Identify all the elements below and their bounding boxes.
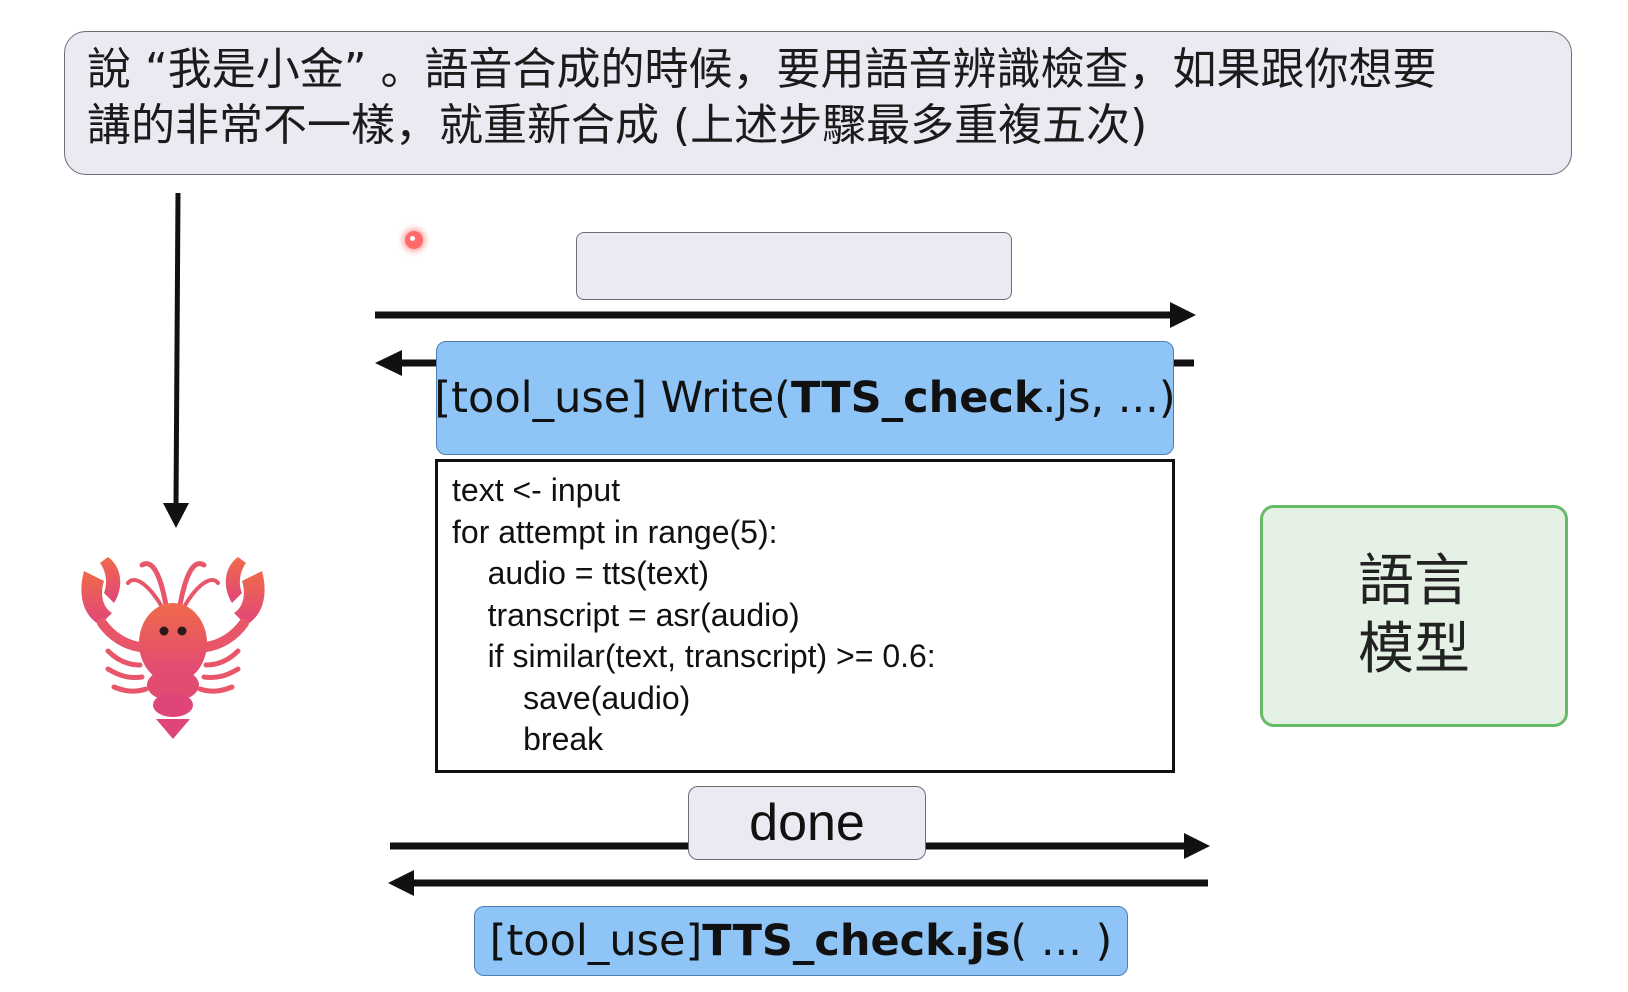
- code-line: if similar(text, transcript) >= 0.6:: [452, 638, 936, 674]
- code-line: audio = tts(text): [452, 555, 709, 591]
- code-box: text <- input for attempt in range(5): a…: [435, 459, 1175, 773]
- code-line: transcript = asr(audio): [452, 596, 800, 633]
- code-line: save(audio): [452, 679, 691, 716]
- tool-use-run-box: [tool_use] TTS_check.js( ... ): [474, 906, 1128, 976]
- down-arrow: [163, 192, 189, 528]
- tool-run-prefix: [tool_use]: [489, 916, 703, 966]
- code-line: break: [452, 721, 604, 757]
- tool-write-suffix: .js, ...): [1042, 373, 1176, 423]
- tool-write-prefix: [tool_use] Write(: [434, 373, 791, 423]
- language-model-box: 語言 模型: [1260, 505, 1568, 727]
- arrow-to-llm-top: [375, 302, 1196, 328]
- code-line: for attempt in range(5):: [452, 513, 778, 550]
- pointer-dot: [405, 231, 423, 249]
- done-box: done: [688, 786, 926, 860]
- lobster-icon: [81, 557, 265, 739]
- instruction-line-2: 講的非常不一樣，就重新合成 (上述步驟最多重複五次): [87, 100, 1148, 151]
- llm-label-line-1: 語言: [1358, 549, 1470, 614]
- tool-run-suffix: ( ... ): [1010, 916, 1113, 966]
- code-line: text <- input: [452, 472, 621, 508]
- tool-write-file: TTS_check: [790, 373, 1043, 423]
- arrow-from-llm-bottom: [388, 870, 1208, 896]
- instruction-box: 說 “我是小金” 。語音合成的時候，要用語音辨識檢查，如果跟你想要 講的非常不一…: [64, 31, 1572, 175]
- tool-run-file: TTS_check.js: [702, 916, 1011, 966]
- empty-message-box: [576, 232, 1012, 300]
- tool-use-write-box: [tool_use] Write(TTS_check.js, ...): [434, 341, 1176, 455]
- llm-label-line-2: 模型: [1358, 617, 1470, 682]
- instruction-line-1: 說 “我是小金” 。語音合成的時候，要用語音辨識檢查，如果跟你想要: [87, 44, 1437, 95]
